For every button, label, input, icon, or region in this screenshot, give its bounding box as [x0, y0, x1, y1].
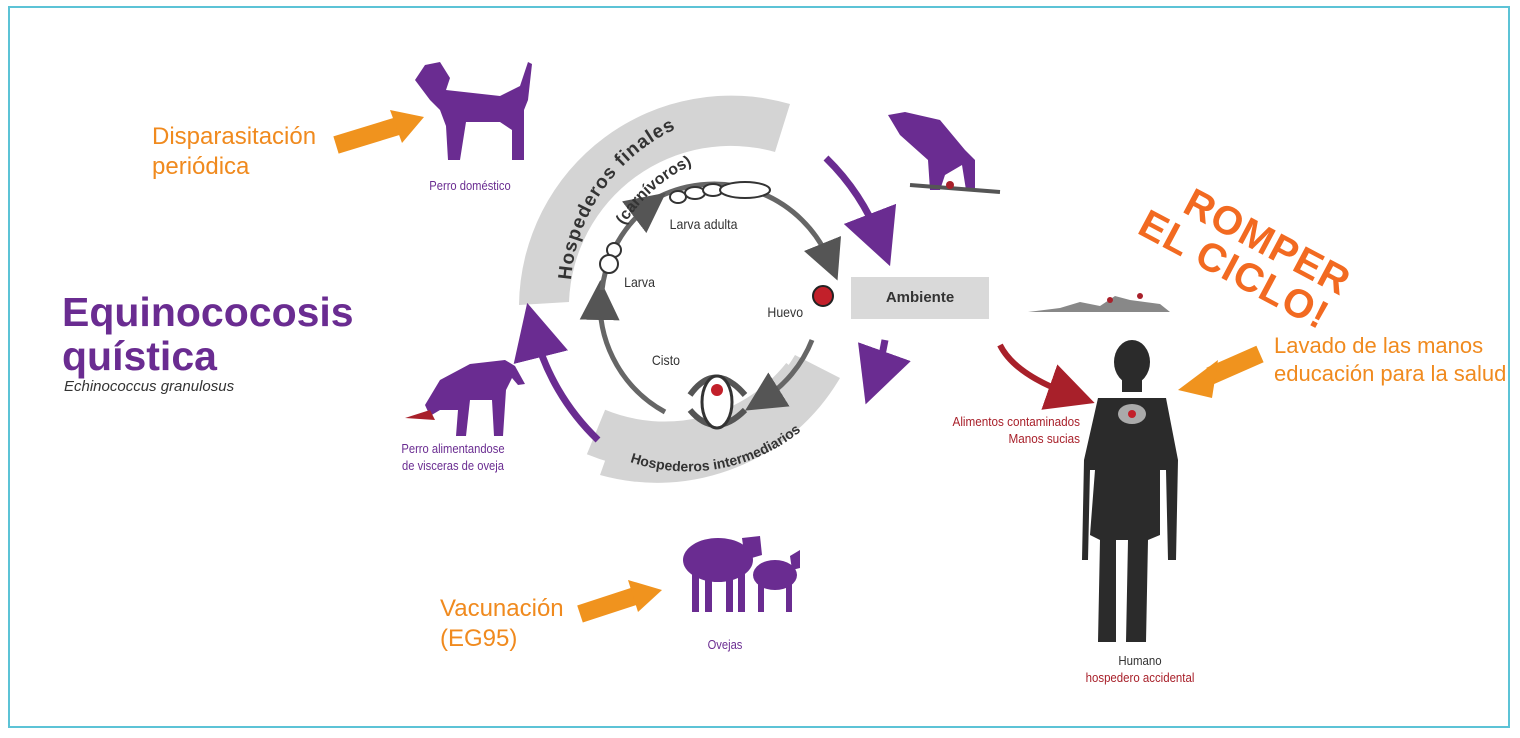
dog-eating-icon	[405, 360, 525, 436]
larva-label: Larva	[624, 274, 655, 290]
dog-feeding-label: Perro alimentandose de visceras de oveja	[401, 441, 505, 473]
title-line2: quística	[62, 333, 217, 379]
defecating-dog-icon	[888, 112, 1001, 194]
environment-label: Ambiente	[885, 289, 955, 306]
title-line1: Equinococosis	[62, 289, 354, 335]
egg-icon	[812, 285, 834, 307]
arrow-to-environment	[823, 155, 897, 267]
diagram-frame	[8, 6, 1510, 728]
vaccination-arrow-icon	[577, 580, 662, 623]
handwashing-label: Lavado de las manos educación para la sa…	[1274, 333, 1507, 386]
deworming-label: Disparasitación periódica	[152, 123, 317, 180]
sheep-icon	[683, 536, 800, 612]
cyst-icon	[687, 374, 748, 430]
human-icon	[1082, 340, 1178, 642]
final-hosts-band	[519, 95, 790, 306]
sheep-label: Ovejas	[707, 637, 743, 652]
adult-larva-icon	[669, 181, 771, 204]
diagram-title: Equinococosis quística	[62, 290, 354, 378]
contaminated-ground-icon	[1028, 293, 1170, 312]
arrow-to-intermediate	[858, 339, 911, 405]
larva-icon	[599, 242, 622, 274]
egg-label: Huevo	[767, 304, 804, 320]
arrow-to-final	[513, 302, 601, 443]
human-label: Humano hospedero accidental	[1085, 653, 1195, 685]
vaccination-label: Vacunación (EG95)	[440, 595, 564, 652]
arrow-to-human	[997, 343, 1095, 410]
handwashing-arrow-icon	[1178, 345, 1264, 398]
cyst-label: Cisto	[651, 352, 680, 368]
domestic-dog-label: Perro doméstico	[429, 178, 511, 193]
contaminated-label: Alimentos contaminados Manos sucias	[952, 414, 1080, 446]
adult-larva-label: Larva adulta	[669, 216, 738, 232]
environment-box	[851, 277, 989, 319]
domestic-dog-icon	[415, 62, 532, 160]
diagram-subtitle: Echinococcus granulosus	[64, 378, 235, 395]
deworming-arrow-icon	[333, 110, 424, 154]
